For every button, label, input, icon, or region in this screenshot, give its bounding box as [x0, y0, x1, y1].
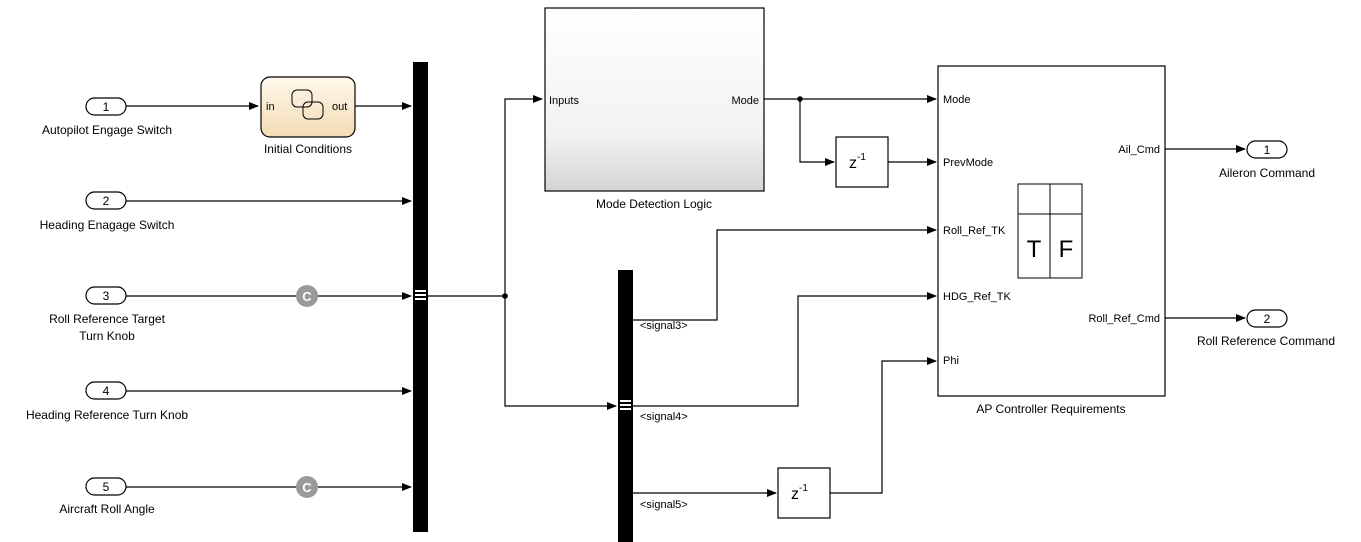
- ap-out-port-roll-ref-cmd: Roll_Ref_Cmd: [1088, 313, 1160, 325]
- ap-in-port-hdg-ref-tk: HDG_Ref_TK: [943, 291, 1012, 303]
- outport-2-number: 2: [1264, 312, 1271, 326]
- wire-bus-to-mode-detection[interactable]: [504, 95, 543, 296]
- truth-table-true-header: T: [1027, 236, 1042, 263]
- inport-5-label: Aircraft Roll Angle: [59, 502, 155, 516]
- outport-1-number: 1: [1264, 143, 1271, 157]
- bus-selector[interactable]: [618, 270, 633, 542]
- wire-mode-to-delay[interactable]: [799, 99, 835, 166]
- mode-detection-in-port: Inputs: [549, 95, 579, 107]
- inport-1-label: Autopilot Engage Switch: [42, 123, 172, 137]
- mode-detection-logic-block[interactable]: Inputs Mode Mode Detection Logic: [544, 7, 765, 211]
- outport-1[interactable]: 1 Aileron Command: [1219, 140, 1315, 180]
- initial-conditions-out-port: out: [332, 101, 347, 113]
- initial-conditions-name: Initial Conditions: [264, 142, 352, 156]
- bus-signal-label-3: <signal3>: [640, 320, 688, 332]
- ap-controller-requirements-block[interactable]: Mode PrevMode Roll_Ref_TK HDG_Ref_TK Phi…: [937, 65, 1166, 416]
- bus-signal-label-4: <signal4>: [640, 411, 688, 423]
- goto-tag-c-3[interactable]: C: [296, 285, 318, 307]
- ap-in-port-prevmode: PrevMode: [943, 157, 993, 169]
- wire-signal4-to-hdg-ref-tk[interactable]: [633, 292, 937, 407]
- goto-tag-label: C: [302, 480, 312, 495]
- signal-lines: [126, 95, 1246, 497]
- bus-creator-1[interactable]: [413, 62, 428, 532]
- goto-tag-label: C: [302, 289, 312, 304]
- goto-tag-c-5[interactable]: C: [296, 476, 318, 498]
- unit-delay-1[interactable]: z-1: [835, 136, 889, 188]
- initial-conditions-block[interactable]: in out Initial Conditions: [260, 76, 356, 156]
- ap-in-port-roll-ref-tk: Roll_Ref_TK: [943, 225, 1006, 237]
- inport-1-number: 1: [103, 100, 110, 114]
- outport-1-label: Aileron Command: [1219, 166, 1315, 180]
- inport-1[interactable]: 1 Autopilot Engage Switch: [42, 97, 172, 137]
- inport-3[interactable]: 3 Roll Reference Target Turn Knob: [49, 286, 166, 343]
- ap-controller-name: AP Controller Requirements: [976, 402, 1125, 416]
- wire-delay-to-phi[interactable]: [830, 357, 937, 494]
- wire-signal3-to-roll-ref-tk[interactable]: [633, 226, 937, 321]
- truth-table-false-header: F: [1059, 236, 1074, 263]
- inport-4[interactable]: 4 Heading Reference Turn Knob: [26, 381, 188, 422]
- inport-2-label: Heading Enagage Switch: [40, 218, 175, 232]
- inport-3-number: 3: [103, 289, 110, 303]
- unit-delay-1-label: z-1: [849, 152, 866, 172]
- mode-detection-name: Mode Detection Logic: [596, 197, 712, 211]
- inport-2[interactable]: 2 Heading Enagage Switch: [40, 191, 175, 232]
- unit-delay-2-label: z-1: [791, 483, 808, 503]
- mode-detection-out-port: Mode: [731, 95, 759, 107]
- ap-in-port-mode: Mode: [943, 94, 971, 106]
- outport-2-label: Roll Reference Command: [1197, 334, 1335, 348]
- inport-5-number: 5: [103, 480, 110, 494]
- inport-5[interactable]: 5 Aircraft Roll Angle: [59, 477, 155, 516]
- truth-table-icon: T F: [1017, 183, 1083, 279]
- initial-conditions-in-port: in: [266, 101, 275, 113]
- bus-signal-label-5: <signal5>: [640, 499, 688, 511]
- outport-2[interactable]: 2 Roll Reference Command: [1197, 309, 1335, 348]
- inport-2-number: 2: [103, 194, 110, 208]
- unit-delay-2[interactable]: z-1: [777, 467, 831, 519]
- ap-out-port-ail-cmd: Ail_Cmd: [1118, 144, 1160, 156]
- stateflow-chart-icon: [291, 89, 324, 120]
- inport-3-label-line2: Turn Knob: [79, 329, 135, 343]
- ap-in-port-phi: Phi: [943, 355, 959, 367]
- inport-4-label: Heading Reference Turn Knob: [26, 408, 188, 422]
- inport-3-label-line1: Roll Reference Target: [49, 312, 166, 326]
- wire-bus-to-selector[interactable]: [504, 296, 617, 410]
- inport-4-number: 4: [103, 384, 110, 398]
